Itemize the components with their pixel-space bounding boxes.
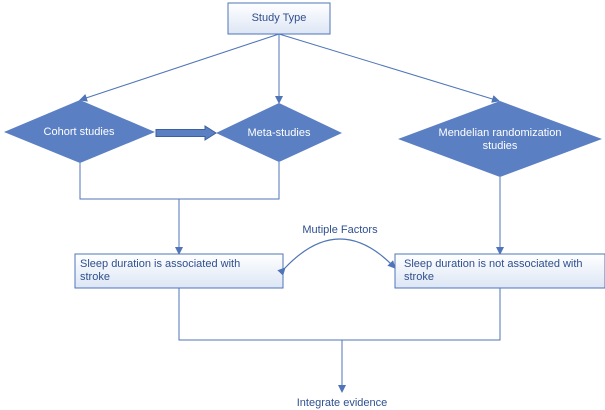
edge-study-to-cohort xyxy=(79,33,280,102)
study-type-label: Study Type xyxy=(251,12,307,24)
not-associated-box xyxy=(394,253,605,289)
not-associated-label: Sleep duration is not associated with st… xyxy=(404,258,583,283)
meta-label: Meta-studies xyxy=(247,126,311,139)
cohort-label: Cohort studies xyxy=(43,125,115,138)
associated-box xyxy=(74,253,284,289)
edge-cohort-merge xyxy=(79,162,280,200)
integrate-evidence-label: Integrate evidence xyxy=(296,396,388,409)
edge-results-merge xyxy=(178,288,501,341)
multiple-factors-curve xyxy=(277,238,396,276)
cohort-to-meta-arrow xyxy=(155,125,217,141)
cohort-diamond xyxy=(4,100,155,163)
mendelian-label: Mendelian randomization studies xyxy=(438,127,562,152)
associated-label: Sleep duration is associated with stroke xyxy=(80,258,241,283)
mendelian-diamond xyxy=(398,101,602,177)
study-type-box xyxy=(227,2,331,35)
edge-study-to-mendelian xyxy=(278,33,500,103)
meta-diamond xyxy=(216,103,342,162)
multiple-factors-label: Mutiple Factors xyxy=(302,223,378,236)
